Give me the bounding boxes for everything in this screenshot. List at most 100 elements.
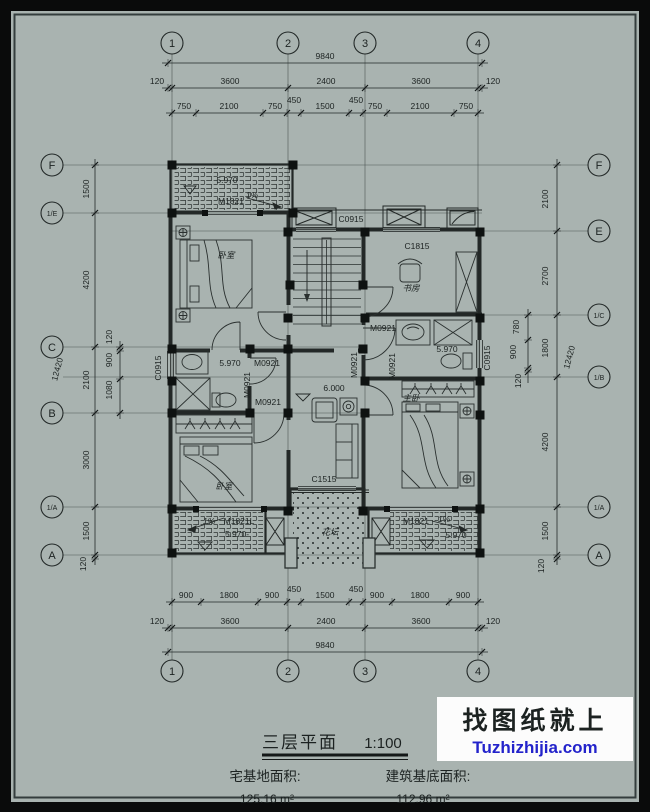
level-bath-right: 5.970	[436, 344, 458, 354]
dim-label: 900	[456, 590, 470, 600]
slope-balcony-left: 1%	[203, 516, 216, 526]
axis-label-A-right: A	[595, 550, 603, 562]
level-hall: 6.000	[323, 383, 345, 393]
axis-label-1-top: 1	[169, 38, 175, 50]
watermark-line1: 找图纸就上	[462, 706, 607, 735]
axis-label-1E-left: 1/E	[47, 211, 58, 218]
flowerbed-hatch	[293, 492, 367, 566]
dim-label: 120	[150, 616, 164, 626]
dim-label: 2400	[317, 616, 336, 626]
opening-hall-window: C1515	[311, 474, 336, 484]
level-bath-left: 5.970	[219, 358, 241, 368]
slope-arrow-balcony-left	[186, 517, 225, 533]
axis-label-1-bottom: 1	[169, 666, 175, 678]
dim-label: 750	[459, 101, 473, 111]
dim-label: 1500	[316, 590, 335, 600]
site-area-label: 宅基地面积:	[229, 768, 300, 784]
furniture	[175, 225, 478, 569]
dim-top-total: 9840	[316, 51, 335, 61]
dim-label: 1500	[81, 521, 91, 540]
door-sill-terrace	[205, 211, 260, 215]
dim-label: 4200	[81, 270, 91, 289]
door-bedroom-tl	[257, 311, 287, 341]
bed-master	[401, 401, 475, 489]
flue-balcony-left	[265, 517, 285, 546]
level-balcony-left: 5.970-	[225, 529, 249, 539]
dim-label: 900	[179, 590, 193, 600]
window-west-C0915	[167, 351, 174, 379]
dim-label: 2700	[540, 266, 550, 285]
room-label-bedroom-bl: 卧室	[215, 481, 234, 492]
opening-stair-window: C0915	[338, 214, 363, 224]
level-balcony-right: 5.970	[445, 530, 467, 540]
opening-bathR-door: M0921	[370, 323, 396, 333]
dim-label: 900	[508, 345, 518, 359]
opening-bathR-door-v: M0921	[349, 352, 359, 378]
dim-label: 1500	[540, 521, 550, 540]
structural-columns	[167, 160, 485, 558]
axis-label-C-left: C	[48, 342, 56, 354]
dim-label: 2100	[81, 370, 91, 389]
dim-label: 120	[513, 374, 523, 388]
axis-label-3-bottom: 3	[362, 666, 368, 678]
balcony-left-hatch	[174, 512, 263, 551]
dim-label: 2400	[317, 76, 336, 86]
opening-balcony-right-door: M1821	[403, 516, 429, 526]
room-label-study: 书房	[402, 283, 421, 294]
drain-balcony-right	[419, 539, 435, 549]
slope-balcony-right: 1%	[438, 514, 451, 524]
dim-label: 3600	[221, 76, 240, 86]
opening-balcony-left-door: M1821L	[224, 516, 255, 526]
study-chair	[397, 258, 423, 283]
dim-label: 120	[536, 559, 546, 573]
dimension-labels: 9840 120 3600 2400 3600 120 750 2100 750…	[49, 51, 577, 650]
axis-label-F-right: F	[596, 160, 603, 172]
dim-label: 750	[268, 101, 282, 111]
dim-label: 2100	[540, 189, 550, 208]
slope-arrow-balcony-right	[431, 520, 469, 533]
opening-west-window: C0915	[153, 355, 163, 380]
axis-label-A-left: A	[48, 550, 56, 562]
dim-label: 120	[486, 76, 500, 86]
dim-label: 120	[104, 330, 114, 344]
watermark-line2: Tuzhizhijia.com	[472, 738, 597, 757]
bed-bottom-left	[179, 436, 253, 503]
dim-label: 120	[78, 557, 88, 571]
dim-label: 1500	[316, 101, 335, 111]
room-label-master: 主卧	[402, 393, 420, 404]
axis-label-2-top: 2	[285, 38, 291, 50]
dim-label: 450	[287, 584, 301, 594]
axis-label-1C-right: 1/C	[594, 313, 605, 320]
window-hall-C1515	[298, 486, 356, 491]
opening-east-window: C0915	[482, 345, 492, 370]
dimension-lines	[94, 62, 558, 653]
dim-label: 3000	[81, 450, 91, 469]
axis-label-2-bottom: 2	[285, 666, 291, 678]
door-bedroom-bl	[253, 412, 285, 444]
dim-label: 450	[287, 95, 301, 105]
footprint-area-label: 建筑基底面积:	[386, 768, 471, 784]
flue-box-1	[291, 207, 337, 229]
dim-label: 750	[368, 101, 382, 111]
room-label-bedroom-tl: 卧室	[217, 250, 236, 261]
roof-terrace-hatch	[174, 167, 291, 210]
level-marker-hall	[294, 393, 312, 402]
opening-hall-door-v: M0921	[387, 353, 397, 379]
dim-label: 780	[511, 320, 521, 334]
dim-label: 3600	[412, 76, 431, 86]
dim-label: 1080	[104, 380, 114, 399]
axis-label-B-left: B	[48, 408, 55, 420]
flue-shafts	[265, 205, 479, 546]
dim-label: 2100	[220, 101, 239, 111]
axis-label-4-bottom: 4	[475, 666, 481, 678]
dim-label: 3600	[221, 616, 240, 626]
room-label-flowerbed: 花坛	[321, 527, 340, 538]
wardrobe-hangers	[184, 383, 467, 430]
window-east-C0915	[476, 340, 483, 368]
washing-machine	[339, 397, 358, 416]
axis-bubbles	[40, 31, 611, 683]
axis-label-1A-right: 1/A	[594, 505, 605, 512]
title-underline	[262, 753, 408, 757]
flue-box-3	[446, 207, 479, 229]
